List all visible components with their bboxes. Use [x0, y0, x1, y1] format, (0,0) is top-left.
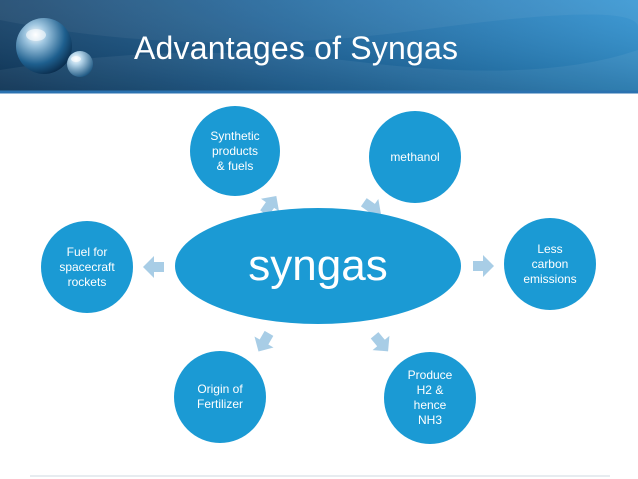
node-fertilizer: Origin of Fertilizer: [174, 351, 266, 443]
node-label: methanol: [390, 149, 440, 164]
node-methanol: methanol: [369, 111, 461, 203]
node-h2: Produce H2 & hence NH3: [384, 352, 476, 444]
arrow-to-emissions: [473, 255, 494, 277]
center-node-label: syngas: [248, 241, 388, 290]
node-synthetic: Synthetic products & fuels: [190, 106, 280, 196]
node-label: Less carbon emissions: [523, 241, 577, 286]
node-label: Synthetic products & fuels: [210, 128, 260, 173]
node-spacecraft: Fuel for spacecraft rockets: [41, 221, 133, 313]
node-emissions: Less carbon emissions: [504, 218, 596, 310]
center-node-syngas: syngas: [175, 208, 461, 324]
node-label: Origin of Fertilizer: [196, 382, 243, 411]
arrow-to-h2: [370, 332, 390, 352]
arrow-to-spacecraft: [143, 256, 164, 278]
slide-title: Advantages of Syngas: [134, 30, 459, 66]
sphere-logo-icon: [16, 18, 93, 77]
node-label: Produce H2 & hence NH3: [407, 368, 453, 427]
node-label: Fuel for spacecraft rockets: [59, 244, 115, 289]
arrow-to-fertilizer: [254, 330, 274, 352]
